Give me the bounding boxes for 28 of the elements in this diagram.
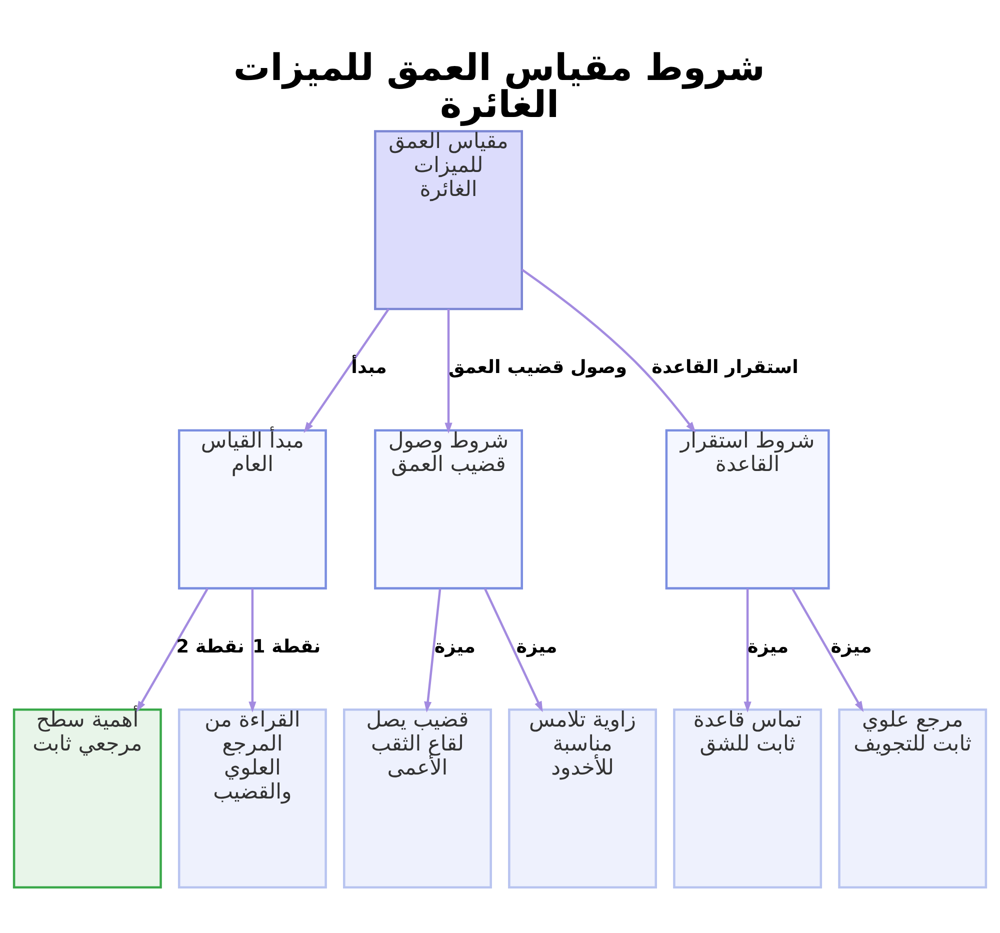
edge-label: ميزة	[434, 636, 476, 657]
arrow	[424, 588, 442, 712]
edge-label: استقرار القاعدة	[652, 356, 798, 378]
edge-label: ميزة	[516, 636, 558, 657]
edge-label: ميزة	[830, 636, 872, 657]
node-box: شروط وصول قضيب العمق	[374, 428, 523, 589]
node-box: القراءة من المرجع العلوي والقضيب	[178, 708, 327, 888]
node-box: مرجع علوي ثابت للتجويف	[838, 708, 988, 888]
node-box: قضيب يصل لقاع الثقب الأعمى	[343, 708, 492, 888]
node-box: مبدأ القياس العام	[178, 428, 327, 589]
node-box: شروط استقرار القاعدة	[665, 428, 830, 589]
diagram-title: شروط مقياس العمق للميزات الغائرة	[233, 46, 765, 126]
edge-label: نقطة 1	[252, 636, 321, 657]
arrow	[304, 308, 390, 433]
arrow	[248, 588, 256, 712]
node-box: تماس قاعدة ثابت للشق	[673, 708, 822, 888]
edge-label: نقطة 2	[176, 636, 244, 657]
arrow	[136, 588, 209, 712]
node-box: مقياس العمق للميزات الغائرة	[374, 130, 523, 310]
arrow	[444, 308, 452, 434]
arrow	[521, 268, 696, 432]
arrow	[791, 588, 864, 712]
edge-label: مبدأ	[351, 356, 387, 378]
node-box: زاوية تلامس مناسبة للأخدود	[508, 708, 657, 888]
arrow	[744, 588, 752, 712]
edge-label: ميزة	[748, 636, 789, 657]
edge-label: وصول قضيب العمق	[448, 356, 628, 378]
arrow	[484, 588, 543, 712]
